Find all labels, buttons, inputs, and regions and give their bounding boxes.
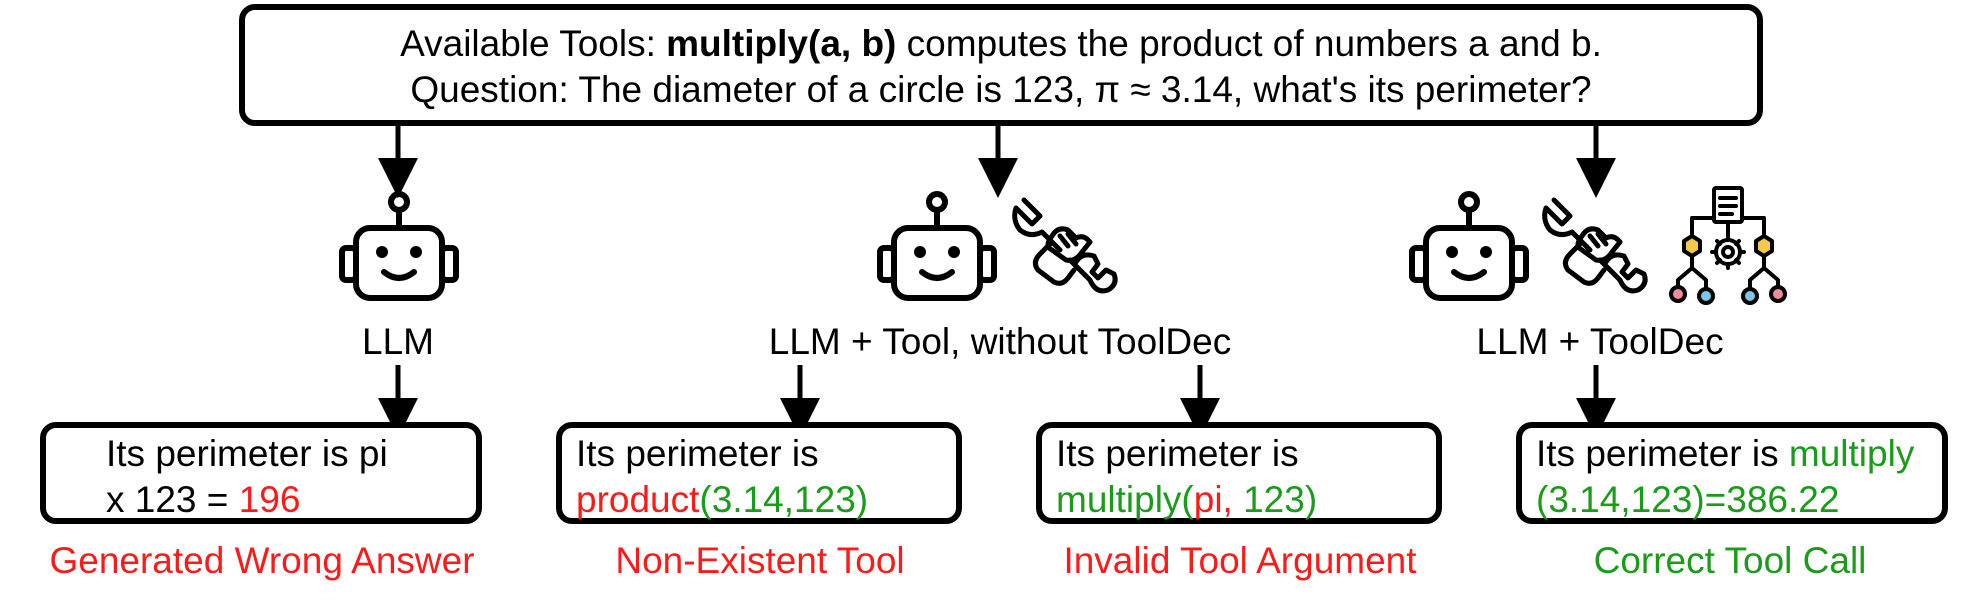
label-llm-tooldec: LLM + ToolDec — [1476, 321, 1724, 362]
wrong-value: 196 — [238, 479, 301, 520]
correct-tool-name: multiply — [1788, 433, 1915, 474]
answer-line-1: Its perimeter is pi — [106, 433, 388, 474]
caption-correct-call: Correct Tool Call — [1593, 540, 1867, 581]
answer-line-2: multiply(pi, 123) — [1056, 479, 1318, 520]
invalid-argument: pi, — [1193, 479, 1233, 520]
label-llm-tool: LLM + Tool, without ToolDec — [768, 321, 1232, 362]
question-box: Available Tools: multiply(a, b) computes… — [239, 4, 1763, 126]
answer-line-1: Its perimeter is multiply — [1536, 433, 1915, 474]
answer-line-2: product(3.14,123) — [576, 479, 869, 520]
nonexistent-tool-name: product — [576, 479, 700, 520]
answer-line-1: Its perimeter is — [1056, 433, 1299, 474]
workflow-icon — [1669, 186, 1787, 305]
answer-line-1: Its perimeter is — [576, 433, 819, 474]
answer-box-nonexistent-tool: Its perimeter is product(3.14,123) — [556, 422, 962, 524]
robot-icon — [1409, 191, 1529, 301]
robot-icon — [877, 191, 997, 301]
question-line: Question: The diameter of a circle is 12… — [410, 69, 1592, 110]
answer-box-llm: Its perimeter is pi x 123 = 196 — [40, 422, 482, 524]
robot-icon — [339, 191, 459, 301]
label-llm: LLM — [362, 321, 434, 362]
tool-signature: multiply(a, b) — [666, 23, 897, 64]
wrench-hand-icon — [1542, 197, 1648, 294]
answer-line-2: (3.14,123)=386.22 — [1536, 479, 1840, 520]
answer-line-2: x 123 = 196 — [106, 479, 301, 520]
caption-nonexistent-tool: Non-Existent Tool — [615, 540, 905, 581]
caption-wrong-answer: Generated Wrong Answer — [49, 540, 475, 581]
answer-box-correct: Its perimeter is multiply (3.14,123)=386… — [1516, 422, 1948, 524]
answer-box-invalid-argument: Its perimeter is multiply(pi, 123) — [1036, 422, 1442, 524]
caption-invalid-argument: Invalid Tool Argument — [1063, 540, 1417, 581]
tools-line: Available Tools: multiply(a, b) computes… — [400, 23, 1602, 64]
wrench-hand-icon — [1012, 197, 1118, 294]
